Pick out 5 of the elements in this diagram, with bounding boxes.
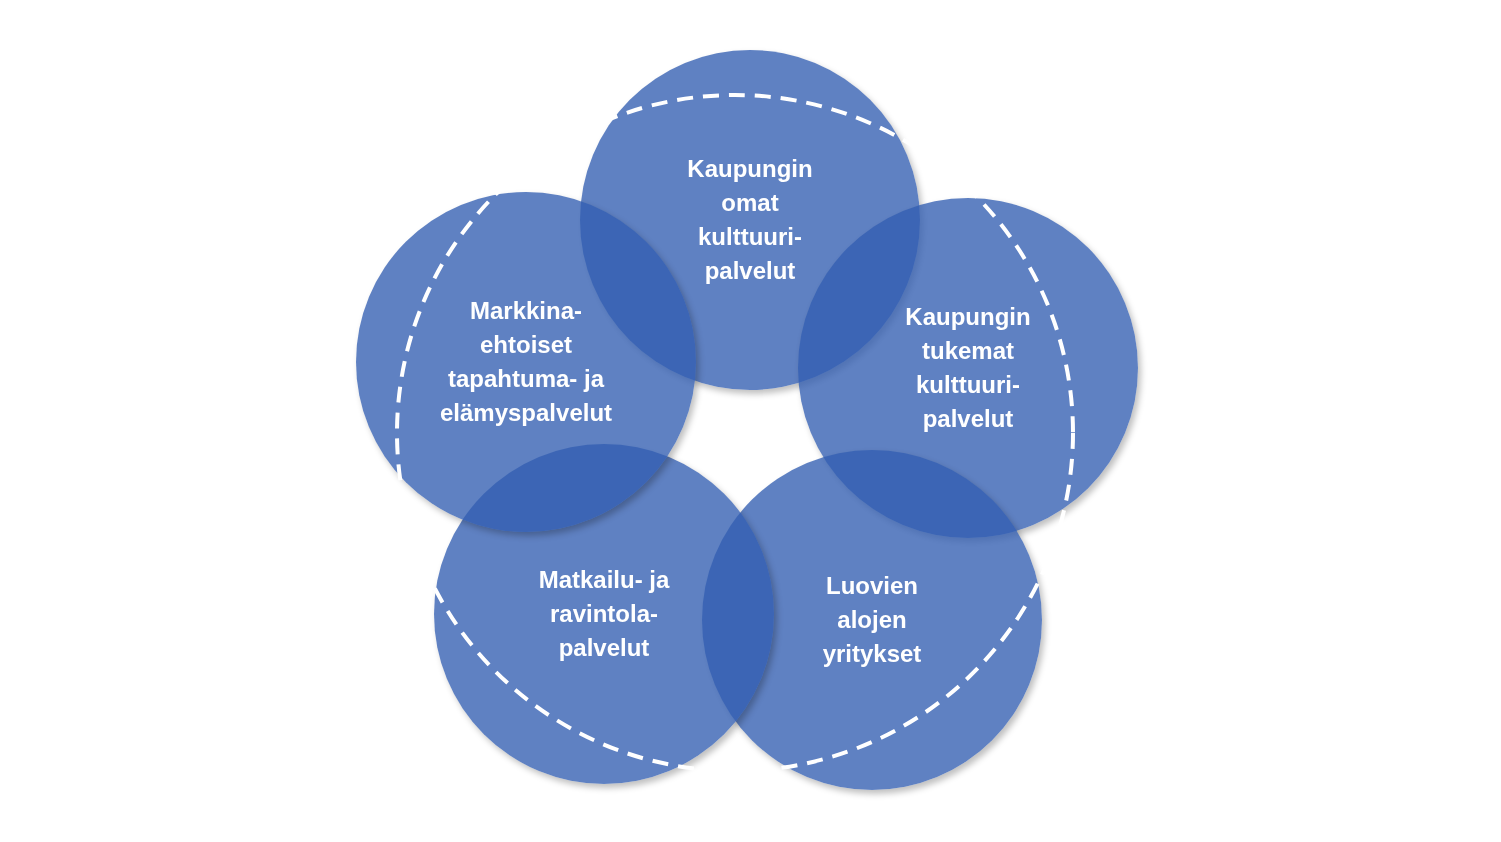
circle-label: Kaupungin omat kulttuuri- palvelut: [686, 154, 814, 286]
circle-label: Markkina- ehtoiset tapahtuma- ja elämyspalvelut: [438, 296, 614, 428]
circle-label: Luovien alojen yritykset: [821, 571, 923, 669]
circle-label: Matkailu- ja ravintola- palvelut: [537, 565, 671, 663]
circle-label: Kaupungin tukemat kulttuuri- palvelut: [904, 302, 1032, 434]
